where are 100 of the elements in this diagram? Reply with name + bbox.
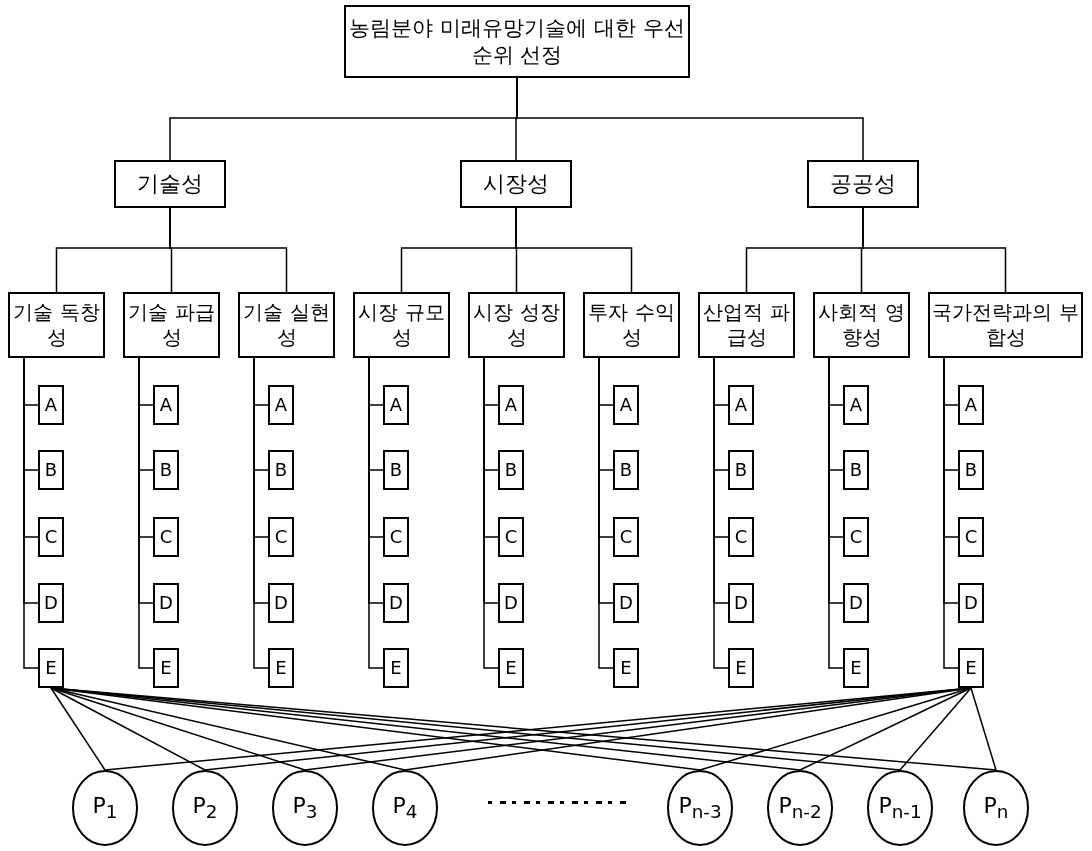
connector-line (598, 357, 614, 669)
connector-line (515, 207, 633, 293)
connector-line (970, 687, 997, 771)
node-label: D (44, 591, 58, 615)
connector-line (138, 357, 154, 669)
node-label: A (619, 393, 633, 417)
node-label: C (619, 525, 633, 549)
node-label: P$_{3}$ (292, 791, 318, 825)
connector-line (483, 357, 499, 669)
node-label: P$_{n}$ (983, 791, 1009, 825)
node-label: P$_{n-2}$ (778, 791, 822, 825)
criterion-box (807, 160, 919, 208)
node-label: 농림분야 미래유망기술에 대한 우선순위 선정 (348, 15, 686, 68)
alternative-box (843, 517, 869, 557)
alternative-box (153, 648, 179, 688)
project-ellipse (272, 770, 338, 846)
project-ellipse (372, 770, 438, 846)
node-label: C (389, 525, 403, 549)
node-label: 시장 규모성 (357, 300, 446, 350)
node-label: D (159, 591, 173, 615)
connector-line (899, 687, 972, 771)
alternative-box (383, 517, 409, 557)
connector-line (713, 357, 729, 669)
node-label: B (274, 458, 288, 482)
alternative-box (613, 450, 639, 490)
alternative-box (498, 450, 524, 490)
node-label: D (849, 591, 863, 615)
node-label: A (964, 393, 978, 417)
node-label: 산업적 파급성 (702, 300, 791, 350)
project-ellipse (867, 770, 933, 846)
alternative-box (498, 583, 524, 623)
alternative-box (383, 385, 409, 425)
node-label: P$_{2}$ (192, 791, 218, 825)
alternative-box (728, 648, 754, 688)
connector-line (253, 357, 269, 669)
node-label: 공공성 (830, 170, 896, 198)
goal-box (344, 5, 690, 78)
project-ellipse (72, 770, 138, 846)
node-label: A (849, 393, 863, 417)
node-label: E (735, 656, 747, 680)
alternative-box (268, 517, 294, 557)
node-label: C (734, 525, 748, 549)
subcriterion-box (698, 292, 795, 358)
node-label: A (734, 393, 748, 417)
node-label: E (390, 656, 402, 680)
alternative-box (728, 517, 754, 557)
node-label: C (964, 525, 978, 549)
node-label: A (159, 393, 173, 417)
alternative-box (38, 648, 64, 688)
connector-line (50, 687, 206, 771)
alternative-box (613, 385, 639, 425)
alternative-box (958, 648, 984, 688)
subcriterion-box (353, 292, 450, 358)
project-ellipse (172, 770, 238, 846)
alternative-box (613, 517, 639, 557)
node-label: B (849, 458, 863, 482)
node-label: B (44, 458, 58, 482)
node-label: D (504, 591, 518, 615)
node-label: 기술 실현성 (242, 300, 331, 350)
subcriterion-box (123, 292, 220, 358)
alternative-box (498, 648, 524, 688)
alternative-box (38, 517, 64, 557)
alternative-box (38, 385, 64, 425)
subcriterion-box (238, 292, 335, 358)
subcriterion-box (928, 292, 1083, 358)
node-label: E (275, 656, 287, 680)
connector-line (862, 207, 1007, 293)
node-label: A (504, 393, 518, 417)
alternative-box (843, 385, 869, 425)
node-label: E (160, 656, 172, 680)
node-label: C (849, 525, 863, 549)
alternative-box (958, 517, 984, 557)
alternative-box (613, 648, 639, 688)
node-label: 시장성 (483, 170, 549, 198)
alternative-box (613, 583, 639, 623)
node-label: B (619, 458, 633, 482)
criterion-box (114, 160, 226, 208)
node-label: D (619, 591, 633, 615)
node-label: B (504, 458, 518, 482)
alternative-box (268, 385, 294, 425)
node-label: A (389, 393, 403, 417)
node-label: D (389, 591, 403, 615)
node-label: E (850, 656, 862, 680)
node-label: P$_{4}$ (392, 791, 418, 825)
node-label: C (274, 525, 288, 549)
alternative-box (958, 450, 984, 490)
alternative-box (153, 517, 179, 557)
alternative-box (728, 583, 754, 623)
node-label: P$_{n-1}$ (878, 791, 922, 825)
connector-line (516, 77, 864, 161)
alternative-box (728, 450, 754, 490)
alternative-box (498, 385, 524, 425)
subcriterion-box (813, 292, 910, 358)
node-label: A (274, 393, 288, 417)
node-label: D (734, 591, 748, 615)
subcriterion-box (8, 292, 105, 358)
project-ellipse (767, 770, 833, 846)
node-label: 사회적 영향성 (817, 300, 906, 350)
node-label: A (44, 393, 58, 417)
node-label: P$_{n-3}$ (678, 791, 722, 825)
